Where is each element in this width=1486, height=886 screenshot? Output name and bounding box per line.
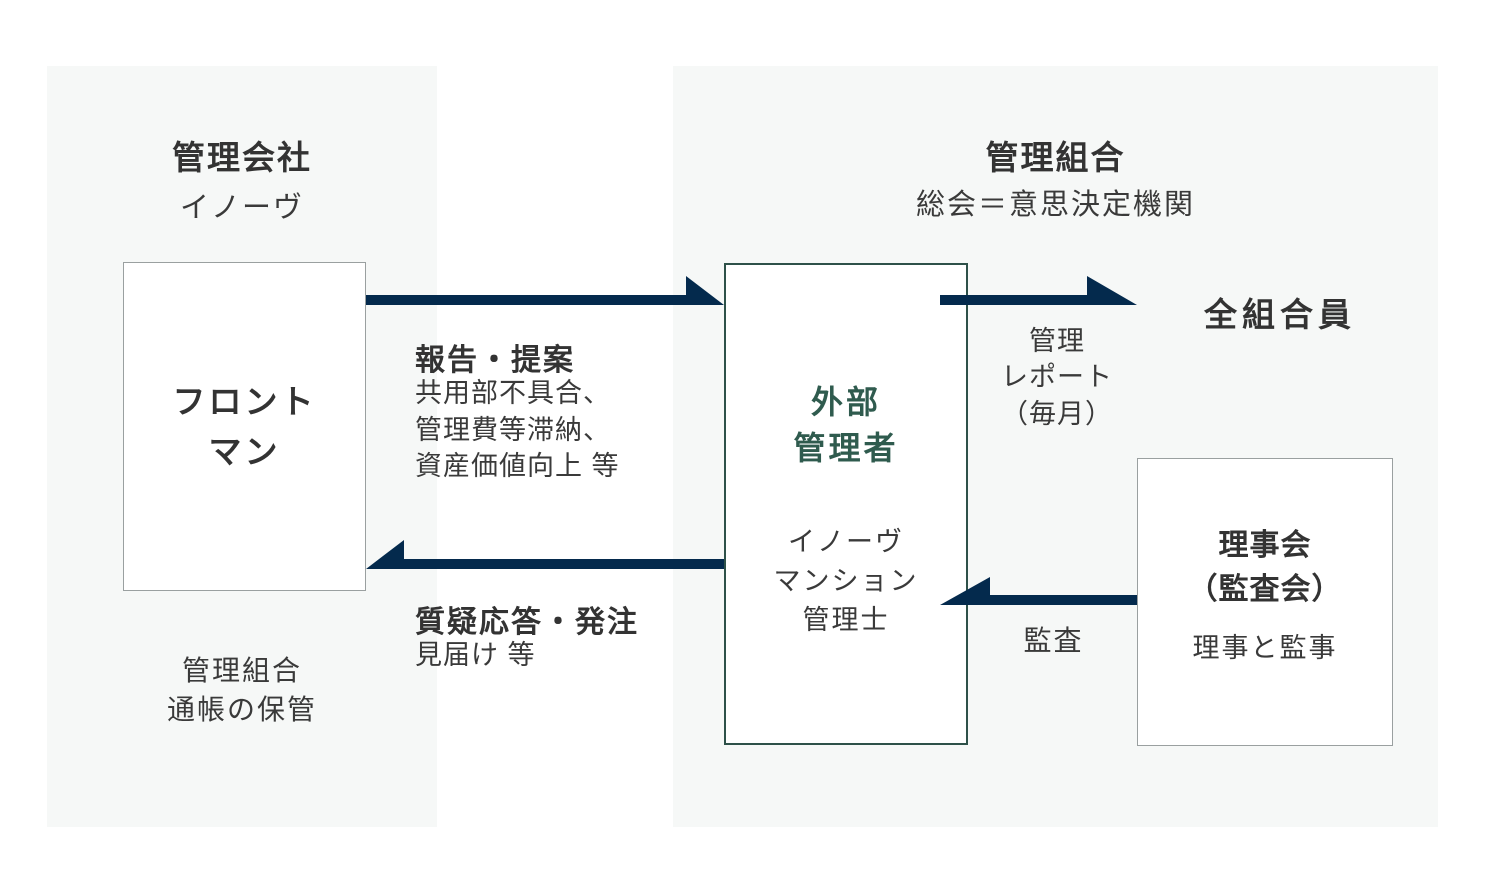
external-manager-subtitle: イノーヴ マンション 管理士	[773, 527, 919, 636]
passbook-storage-note: 管理組合 通帳の保管	[166, 655, 317, 726]
board-box-subtitle: 理事と監事	[1192, 633, 1338, 663]
board-box	[1137, 458, 1393, 746]
management-company-subtitle: イノーヴ	[179, 192, 304, 224]
report-proposal-label: 報告・提案	[415, 344, 575, 377]
frontman-box: フロント マン	[123, 262, 366, 591]
management-association-title: 管理組合	[985, 139, 1126, 176]
qa-order-details: 見届け 等	[415, 640, 536, 670]
frontman-box-label: フロント マン	[172, 383, 317, 470]
board-box-title: 理事会 （監査会）	[1187, 529, 1343, 606]
management-company-title: 管理会社	[172, 139, 312, 176]
monthly-report-label: 管理 レポート （毎月）	[1001, 326, 1113, 429]
management-association-subtitle: 総会＝意思決定機関	[915, 189, 1195, 221]
audit-label: 監査	[1023, 625, 1084, 656]
all-members-label: 全組合員	[1204, 296, 1356, 333]
external-manager-box	[724, 263, 968, 745]
external-manager-title: 外部 管理者	[793, 384, 899, 467]
qa-order-label: 質疑応答・発注	[415, 606, 639, 639]
report-proposal-details: 共用部不具合、 管理費等滞納、 資産価値向上 等	[415, 378, 620, 482]
